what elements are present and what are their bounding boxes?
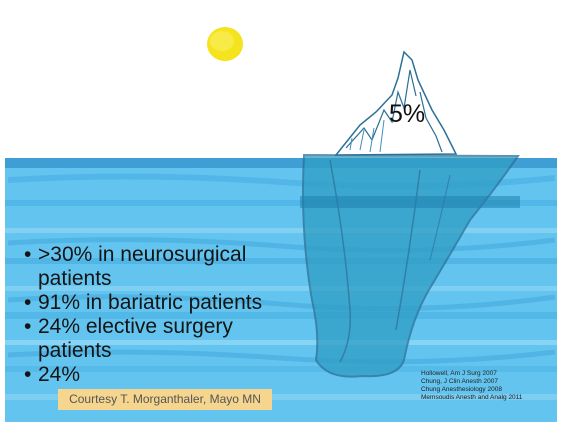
bullet-item: • 24% elective surgery patients (24, 315, 324, 363)
sun-icon (207, 27, 243, 61)
bullet-line: patients (38, 339, 324, 363)
bullet-dot: • (24, 243, 31, 267)
courtesy-caption: Courtesy T. Morganthaler, Mayo MN (58, 389, 272, 410)
bullet-list: • >30% in neurosurgical patients • 91% i… (24, 243, 324, 387)
bullet-item: • 91% in bariatric patients (24, 291, 324, 315)
bullet-dot: • (24, 291, 31, 315)
reference-item: Hollowell, Am J Surg 2007 (421, 370, 522, 378)
bullet-line: 91% in bariatric patients (38, 291, 324, 315)
references: Hollowell, Am J Surg 2007 Chung, J Clin … (421, 370, 522, 402)
iceberg-tip-label: 5% (389, 100, 425, 129)
bullet-line: 24% (38, 363, 324, 387)
bullet-item: • 24% (24, 363, 324, 387)
bullet-line: patients (38, 267, 324, 291)
reference-item: Chung Anesthesiology 2008 (421, 386, 522, 394)
bullet-line: >30% in neurosurgical (38, 243, 324, 267)
bullet-line: 24% elective surgery (38, 315, 324, 339)
bullet-item: • >30% in neurosurgical patients (24, 243, 324, 291)
bullet-dot: • (24, 363, 31, 387)
reference-item: Chung, J Clin Anesth 2007 (421, 378, 522, 386)
bullet-dot: • (24, 315, 31, 339)
reference-item: Memsoudis Anesth and Analg 2011 (421, 394, 522, 402)
